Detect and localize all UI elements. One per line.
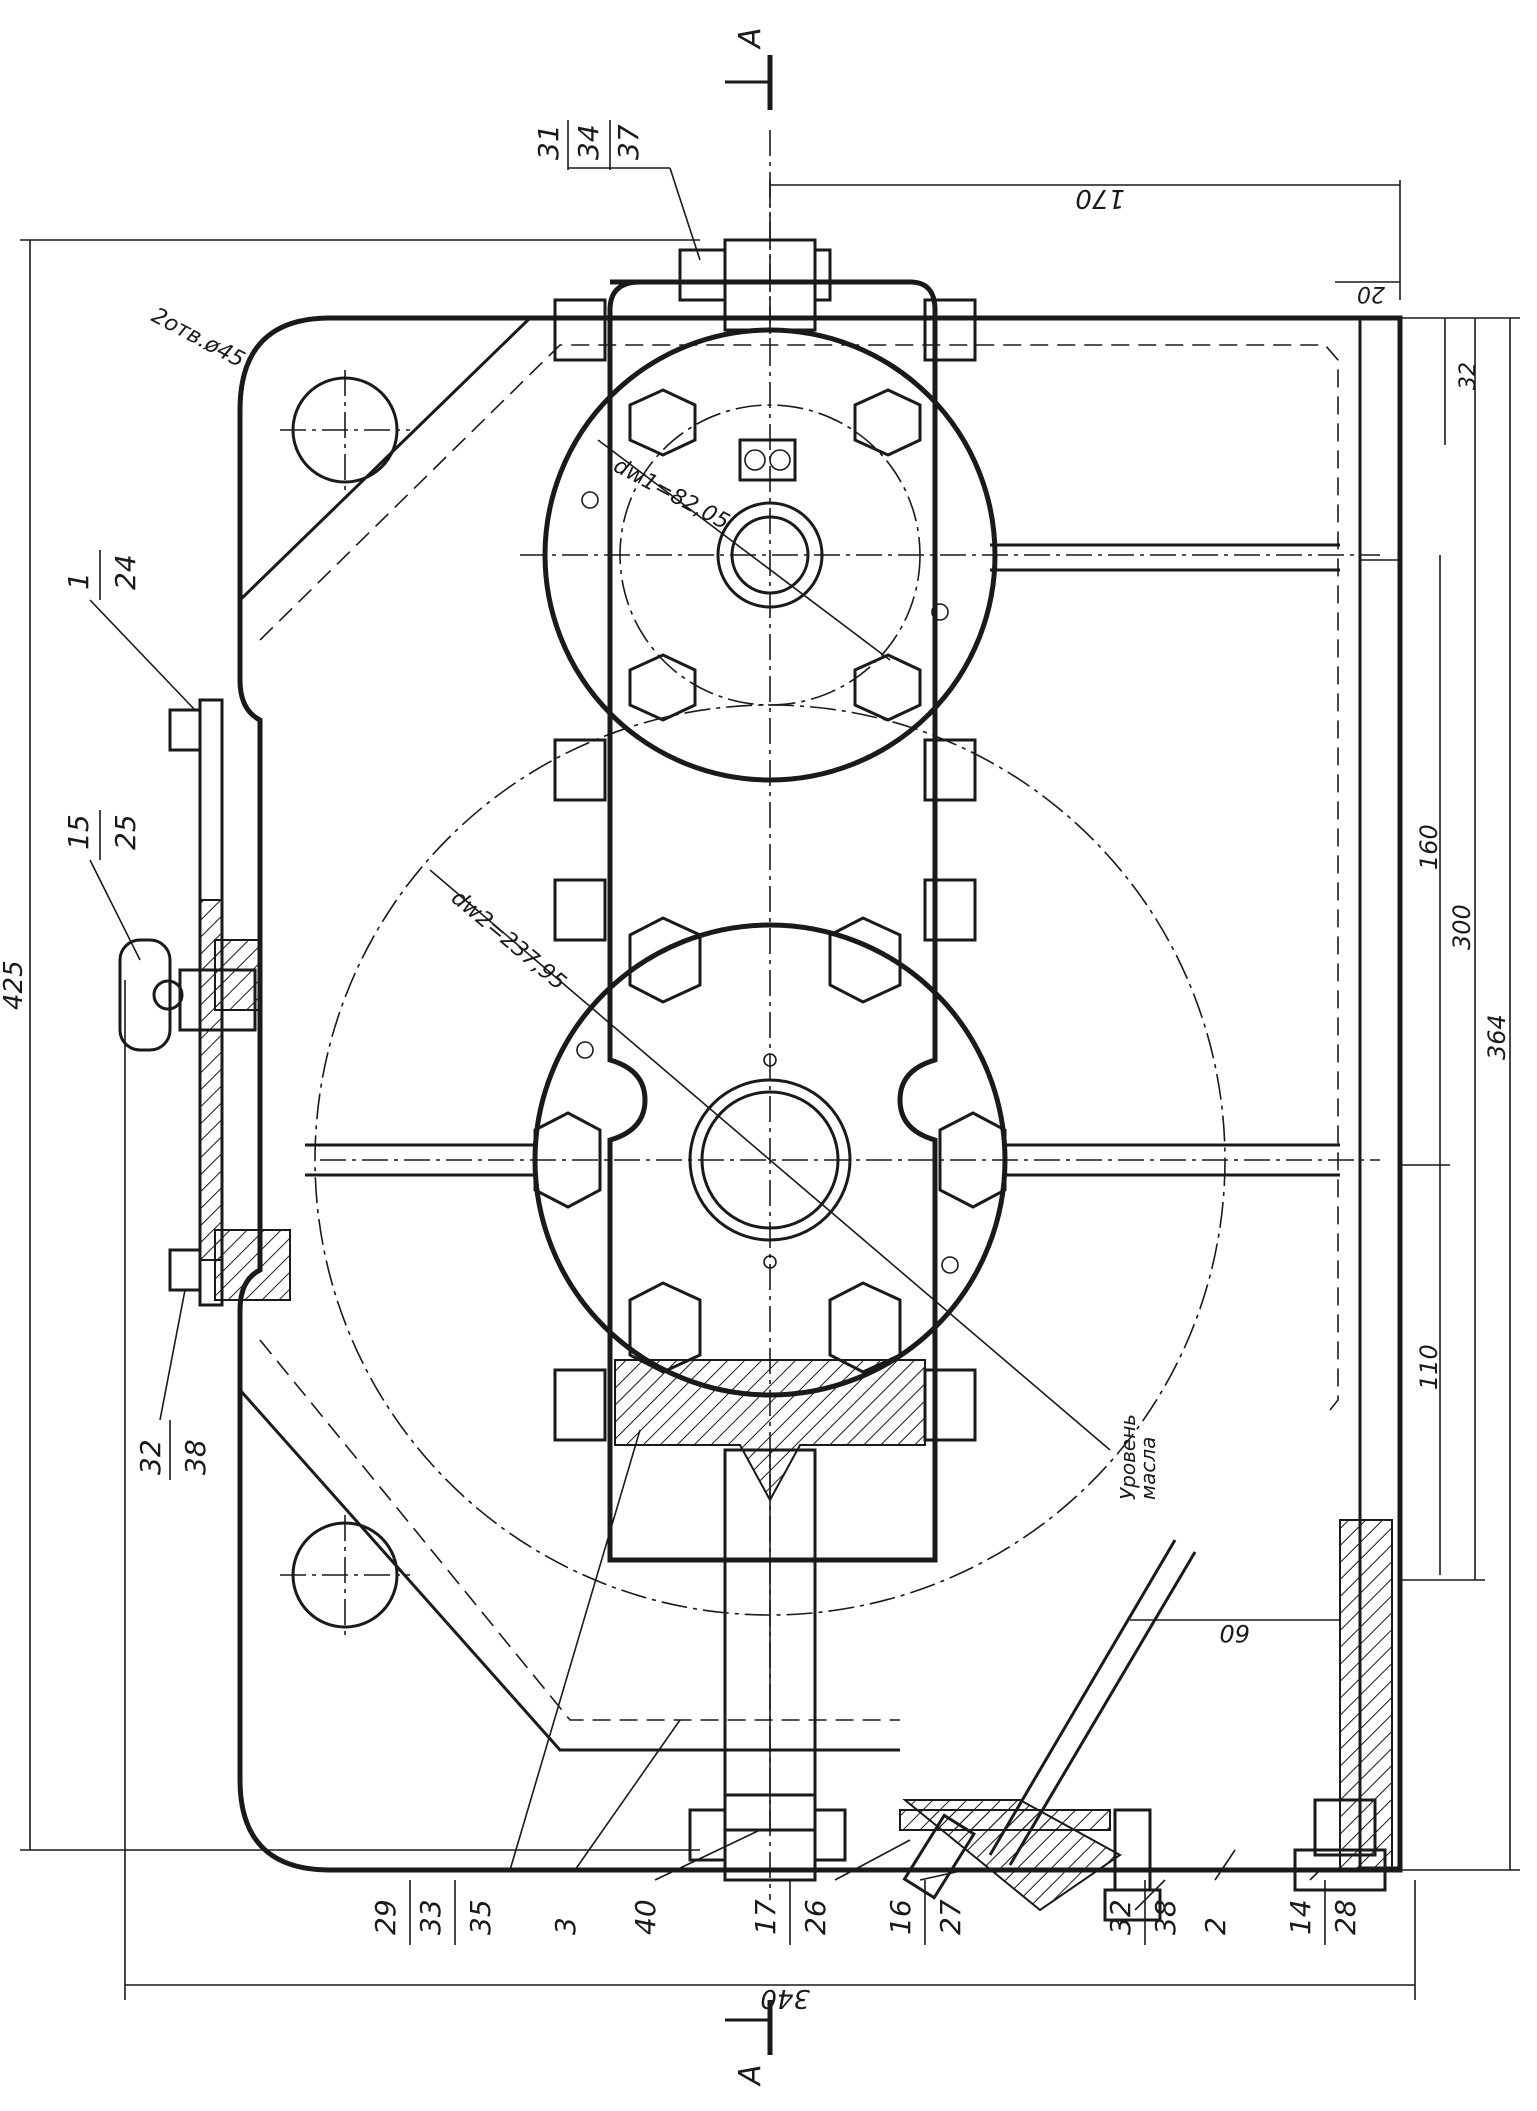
section-labels: A A <box>733 27 768 2087</box>
dim-20: 20 <box>1357 281 1385 306</box>
callout-15: 15 <box>62 814 95 850</box>
callout-16: 16 <box>884 1899 917 1935</box>
callout-37: 37 <box>612 124 645 160</box>
callout-29: 29 <box>369 1899 402 1935</box>
dim-300: 300 <box>1448 904 1476 950</box>
dim-60: 60 <box>1219 1619 1250 1647</box>
oil-level-label-1: Уровень <box>1116 1414 1140 1500</box>
callout-38-bottom: 38 <box>1149 1899 1182 1935</box>
callout-32-left: 32 <box>134 1439 167 1475</box>
mounting-holes <box>280 370 410 1635</box>
dim-364: 364 <box>1483 1014 1511 1060</box>
callout-25: 25 <box>109 814 142 850</box>
callout-38-left: 38 <box>179 1439 212 1475</box>
bottom-bolt-32-38 <box>899 1808 1162 1922</box>
top-bolt-31-34-37 <box>678 180 832 340</box>
dim-dw2: dw2=237,95 <box>446 885 570 995</box>
inspection-cover <box>168 698 291 1307</box>
dim-425: 425 <box>0 960 29 1010</box>
callout-31: 31 <box>532 124 565 160</box>
dim-32: 32 <box>1456 362 1481 390</box>
callouts-top: 31 34 37 <box>532 120 670 170</box>
dim-170: 170 <box>1075 183 1125 213</box>
base-flange <box>1339 316 1402 1871</box>
callout-17: 17 <box>749 1899 782 1935</box>
callout-1: 1 <box>62 572 95 590</box>
callout-35: 35 <box>464 1899 497 1935</box>
callout-26: 26 <box>799 1899 832 1935</box>
dimension-lines <box>20 55 1520 2055</box>
dim-holes: 2отв.ø45 <box>147 303 249 373</box>
callout-40: 40 <box>629 1899 662 1935</box>
leader-lines <box>89 167 1321 1911</box>
callout-14: 14 <box>1284 1899 1317 1935</box>
callouts-left: 1 24 15 25 32 38 <box>62 550 212 1480</box>
callout-2: 2 <box>1199 1917 1232 1935</box>
dim-110: 110 <box>1415 1344 1443 1390</box>
dim-340: 340 <box>760 1983 810 2013</box>
drain-plug-14-28 <box>1293 1798 1387 1892</box>
dim-160: 160 <box>1415 824 1443 870</box>
callout-34: 34 <box>572 124 605 160</box>
callouts-bottom: 29 33 35 3 40 17 26 16 27 32 38 2 14 28 <box>369 1880 1362 1945</box>
hub-side-bolts <box>553 298 977 942</box>
bottom-bolt-40 <box>688 1793 847 1882</box>
callout-28: 28 <box>1329 1899 1362 1935</box>
callout-27: 27 <box>934 1899 967 1935</box>
dim-dw1: dw1=82,05 <box>609 453 733 535</box>
section-mark-top: A <box>733 27 768 50</box>
callout-24: 24 <box>109 554 142 590</box>
dimension-texts: 425 340 170 20 32 160 300 364 110 60 2от… <box>0 183 1511 2013</box>
pinion-bolts <box>628 388 922 722</box>
gear-wheel <box>305 543 1380 1616</box>
section-mark-bottom: A <box>733 2064 768 2087</box>
callout-33: 33 <box>414 1899 447 1935</box>
callout-32-bottom: 32 <box>1104 1899 1137 1935</box>
hub-section-29-33-35 <box>553 1359 977 1832</box>
oil-level-label-2: масла <box>1136 1437 1160 1500</box>
gear-bolts <box>533 916 1007 1374</box>
pinion-hub <box>520 130 1380 1900</box>
breather-plug-15-25 <box>118 938 257 1052</box>
callout-3: 3 <box>549 1917 582 1935</box>
